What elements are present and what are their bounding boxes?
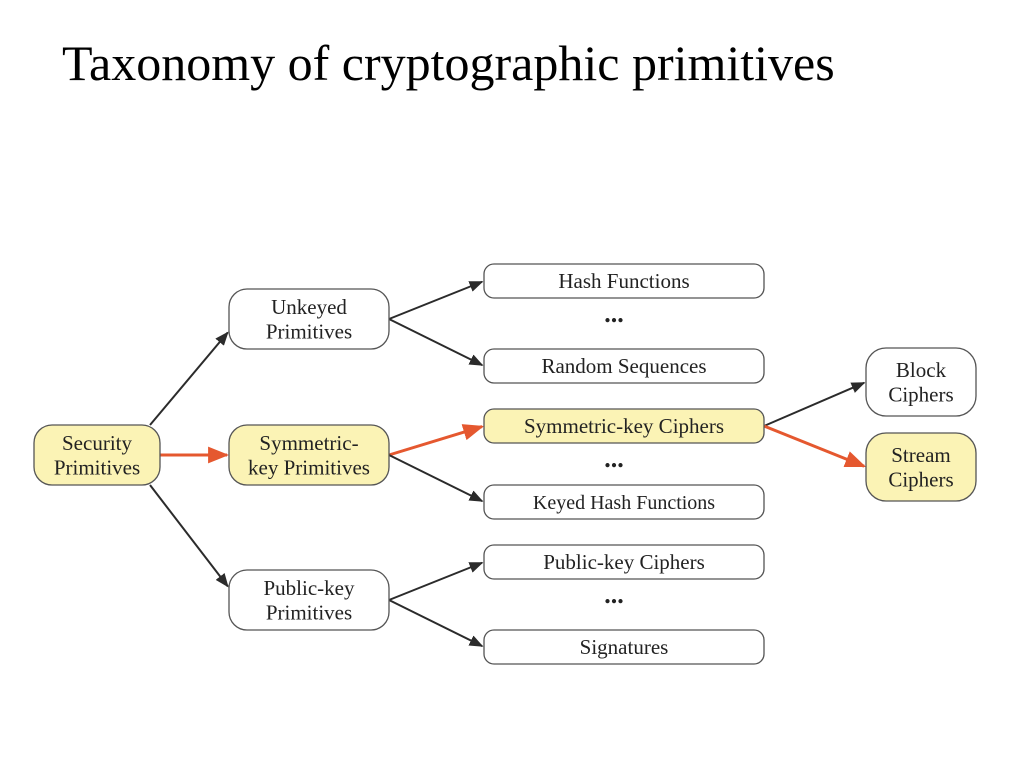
- edge-symmetric-to-symciphers: [388, 424, 485, 457]
- node-label-unkeyed-line-1: Unkeyed: [271, 295, 347, 319]
- node-box-unkeyed: [228, 288, 390, 350]
- node-label-hash-line-1: Hash Functions: [558, 269, 689, 293]
- slide-title: Taxonomy of cryptographic primitives: [62, 35, 835, 91]
- node-label-signatures-line-1: Signatures: [580, 635, 669, 659]
- edge-symciphers-to-stream: [763, 424, 867, 468]
- edge-symmetric-to-keyedhash: [388, 454, 484, 503]
- node-pkciphers: Public-key Ciphers: [483, 544, 765, 580]
- node-label-publickey-line-1: Public-key: [264, 576, 355, 600]
- ellipsis-layer: .........: [604, 299, 624, 609]
- edge-unkeyed-to-hash: [388, 280, 484, 320]
- ellipsis-publickey_group: ...: [604, 580, 624, 609]
- node-box-security: [33, 424, 161, 486]
- node-label-keyedhash-line-1: Keyed Hash Functions: [533, 492, 715, 514]
- node-label-stream-line-1: Stream: [891, 443, 950, 467]
- node-keyedhash: Keyed Hash Functions: [483, 484, 765, 520]
- edge-security-to-unkeyed: [149, 331, 229, 426]
- edge-security-to-publickey: [149, 484, 229, 588]
- edge-publickey-to-signatures: [388, 599, 484, 648]
- node-box-symmetric: [228, 424, 390, 486]
- ellipsis-unkeyed_group: ...: [604, 299, 624, 328]
- node-label-publickey-line-2: Primitives: [266, 601, 352, 625]
- node-label-symmetric-line-2: key Primitives: [248, 456, 370, 480]
- node-box-keyedhash: [483, 484, 765, 520]
- node-label-symciphers-line-1: Symmetric-key Ciphers: [524, 414, 724, 438]
- node-box-hash: [483, 263, 765, 299]
- node-label-block-line-2: Ciphers: [888, 383, 953, 407]
- edges-layer: [149, 280, 867, 648]
- node-signatures: Signatures: [483, 629, 765, 665]
- node-box-block: [865, 347, 977, 417]
- node-label-stream-line-2: Ciphers: [888, 468, 953, 492]
- node-label-security-line-2: Primitives: [54, 456, 140, 480]
- edge-symciphers-to-block: [763, 381, 866, 427]
- edge-unkeyed-to-random: [388, 318, 484, 367]
- ellipsis-symmetric_group: ...: [604, 444, 624, 473]
- node-label-block-line-1: Block: [896, 358, 947, 382]
- node-hash: Hash Functions: [483, 263, 765, 299]
- node-box-publickey: [228, 569, 390, 631]
- nodes-layer: SecurityPrimitivesUnkeyedPrimitivesSymme…: [33, 263, 977, 665]
- node-label-symmetric-line-1: Symmetric-: [259, 431, 358, 455]
- node-box-symciphers: [483, 408, 765, 444]
- node-label-unkeyed-line-2: Primitives: [266, 320, 352, 344]
- node-random: Random Sequences: [483, 348, 765, 384]
- node-symmetric: Symmetric-key Primitives: [228, 424, 390, 486]
- node-label-random-line-1: Random Sequences: [541, 354, 706, 378]
- node-symciphers: Symmetric-key Ciphers: [483, 408, 765, 444]
- node-box-signatures: [483, 629, 765, 665]
- node-label-pkciphers-line-1: Public-key Ciphers: [543, 550, 705, 574]
- node-label-security-line-1: Security: [62, 431, 132, 455]
- node-box-random: [483, 348, 765, 384]
- node-box-pkciphers: [483, 544, 765, 580]
- node-box-stream: [865, 432, 977, 502]
- edge-publickey-to-pkciphers: [388, 561, 484, 601]
